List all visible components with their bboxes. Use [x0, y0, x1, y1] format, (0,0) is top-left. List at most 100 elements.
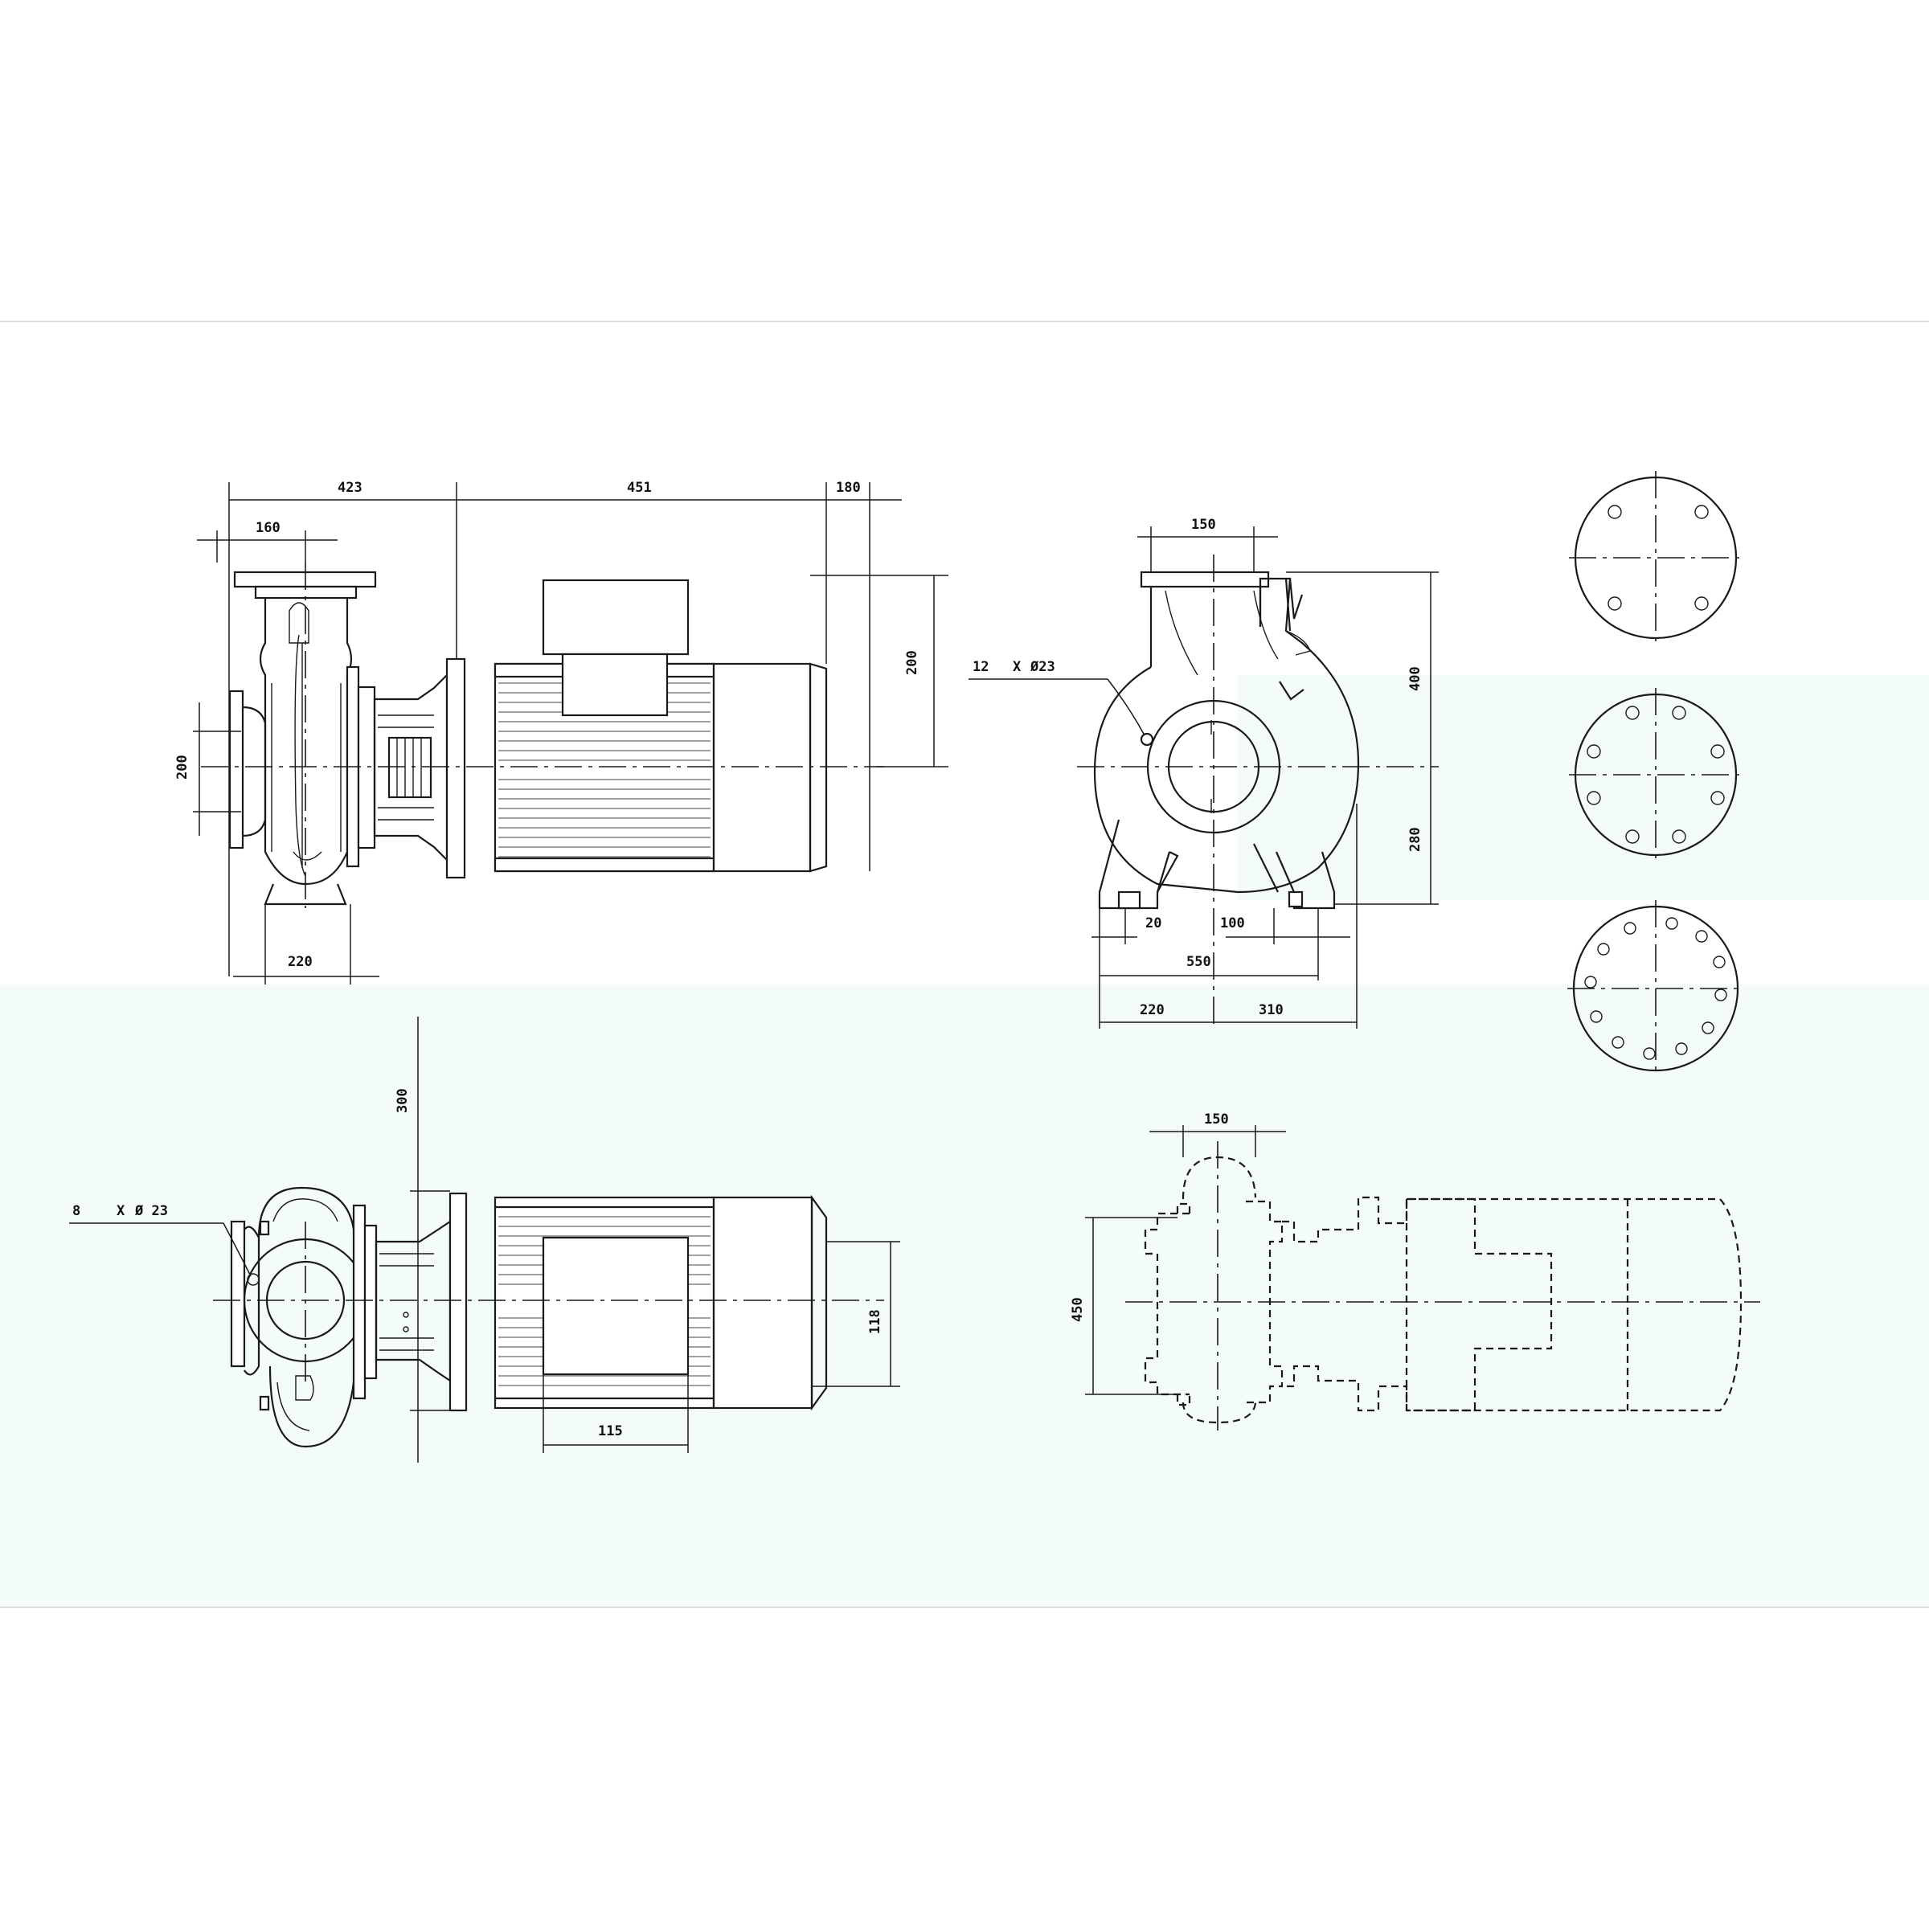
bolt-hole	[1597, 943, 1610, 956]
rear-plate	[357, 686, 376, 849]
bolt-hole	[1612, 1036, 1624, 1049]
bolt-hole	[1672, 829, 1686, 844]
plan-fan-cover	[712, 1196, 813, 1410]
dashed-lantern	[1282, 1196, 1553, 1412]
bolt-hole	[1694, 505, 1709, 519]
plan-view	[213, 1186, 884, 1448]
dim-front-base: 550	[1186, 954, 1211, 970]
direction-arrow-icon	[1279, 681, 1304, 701]
bolt-hole	[1590, 1010, 1603, 1023]
front-left-foot-inner	[1157, 851, 1179, 893]
tint-panel	[1005, 321, 1929, 675]
dim-plan-clearance: 300	[395, 1088, 411, 1113]
dashed-pump-bolts	[1176, 1202, 1191, 1406]
inlet-neck	[242, 706, 267, 837]
bolt-hole	[1694, 596, 1709, 611]
bolt-hole	[1643, 1047, 1656, 1060]
plan-volute-top	[257, 1186, 355, 1238]
terminal-box	[542, 579, 690, 656]
front-view-dimensions: 150 400 280 20 100 550 220 310 12 X Ø23	[969, 517, 1439, 1029]
dim-side-motor-height: 200	[904, 650, 920, 675]
front-right-foot-inner	[1253, 843, 1279, 893]
motor-flange	[445, 657, 466, 879]
dim-side-overhang: 180	[836, 480, 861, 496]
casing-detail	[1284, 578, 1304, 632]
dim-front-right: 310	[1259, 1002, 1284, 1018]
casing-detail	[1165, 590, 1198, 676]
dashed-view-dimensions: 150 450	[1070, 1111, 1286, 1395]
bolt-hole	[1713, 956, 1726, 968]
flange-detail-3	[1567, 900, 1744, 1077]
plan-volute-bottom	[268, 1365, 355, 1448]
foot-bolt	[1288, 890, 1304, 908]
hole-leader	[1107, 678, 1145, 736]
plan-terminal-box	[542, 1236, 690, 1376]
bolt-hole	[1710, 791, 1725, 805]
dim-front-left: 220	[1140, 1002, 1165, 1018]
dim-front-top-flange: 150	[1191, 517, 1216, 533]
plan-rear-plate	[363, 1224, 378, 1380]
dim-plan-box: 115	[598, 1423, 623, 1439]
plan-inlet-neck	[244, 1226, 260, 1376]
pump-foot	[264, 883, 347, 906]
plan-rear-plate	[352, 1204, 367, 1400]
bolt-hole	[1625, 706, 1640, 720]
bolt-hole-marker	[1140, 732, 1154, 747]
plan-dot	[403, 1312, 409, 1318]
plan-hole-count: 8	[72, 1203, 80, 1219]
front-view	[1077, 555, 1439, 1029]
plan-dot	[403, 1326, 409, 1332]
fan-cover	[712, 662, 812, 873]
side-view-dimensions: 423 451 180 160 200 200 220	[174, 480, 948, 984]
dim-front-height-top: 400	[1407, 666, 1423, 691]
plan-bolt	[259, 1395, 270, 1411]
casing-detail	[1285, 630, 1311, 656]
dim-side-top-flange: 160	[256, 520, 281, 536]
volute-detail	[289, 602, 309, 644]
bolt-hole	[1587, 744, 1601, 759]
plan-bolt	[259, 1220, 270, 1236]
dim-front-foot-a: 20	[1145, 915, 1161, 931]
plan-volute-detail	[272, 1198, 338, 1222]
bolt-hole	[1702, 1021, 1714, 1034]
dim-front-height-bottom: 280	[1407, 827, 1423, 852]
plan-volute-detail	[295, 1375, 314, 1401]
terminal-box-base	[561, 653, 669, 717]
plan-view-dimensions: 300 118 115 8 X Ø 23	[69, 1017, 900, 1463]
dim-front-foot-b: 100	[1220, 915, 1245, 931]
front-hole-x: X	[1013, 659, 1022, 675]
hole-leader	[223, 1222, 252, 1277]
dim-side-total-pump: 423	[338, 480, 362, 496]
plan-hole-x: X	[117, 1203, 125, 1219]
dashed-motor-body	[1407, 1197, 1743, 1412]
plan-fan-cover-cap	[810, 1194, 828, 1411]
bolt-hole	[1587, 791, 1601, 805]
front-hole-count: 12	[973, 659, 989, 675]
bolt-hole	[1608, 596, 1622, 611]
bolt-hole	[1608, 505, 1622, 519]
dim-plan-motor-width: 118	[867, 1309, 883, 1334]
bolt-hole	[1624, 922, 1636, 935]
dashed-pump-right	[1246, 1200, 1284, 1404]
front-hole-diameter: Ø23	[1030, 659, 1055, 675]
motor-fins	[498, 682, 711, 858]
discharge-flange	[1140, 571, 1270, 588]
dim-side-motor: 451	[627, 480, 652, 496]
fan-cover-cap	[809, 662, 828, 873]
bolt-hole	[1625, 829, 1640, 844]
inlet-flange	[228, 690, 244, 849]
tint-panel	[1238, 675, 1929, 900]
plan-volute-detail	[276, 1381, 310, 1431]
flange-detail-2	[1569, 688, 1743, 862]
bolt-hole	[1665, 917, 1678, 930]
bolt-hole	[1672, 706, 1686, 720]
motor-band	[494, 857, 715, 873]
casing-detail	[1253, 590, 1279, 660]
dashed-pump-left	[1144, 1212, 1190, 1396]
dim-side-inlet: 200	[174, 755, 190, 780]
foot-bolt	[1117, 890, 1141, 910]
volute-detail	[293, 851, 322, 861]
side-view	[201, 563, 884, 908]
bolt-hole	[1695, 930, 1708, 943]
